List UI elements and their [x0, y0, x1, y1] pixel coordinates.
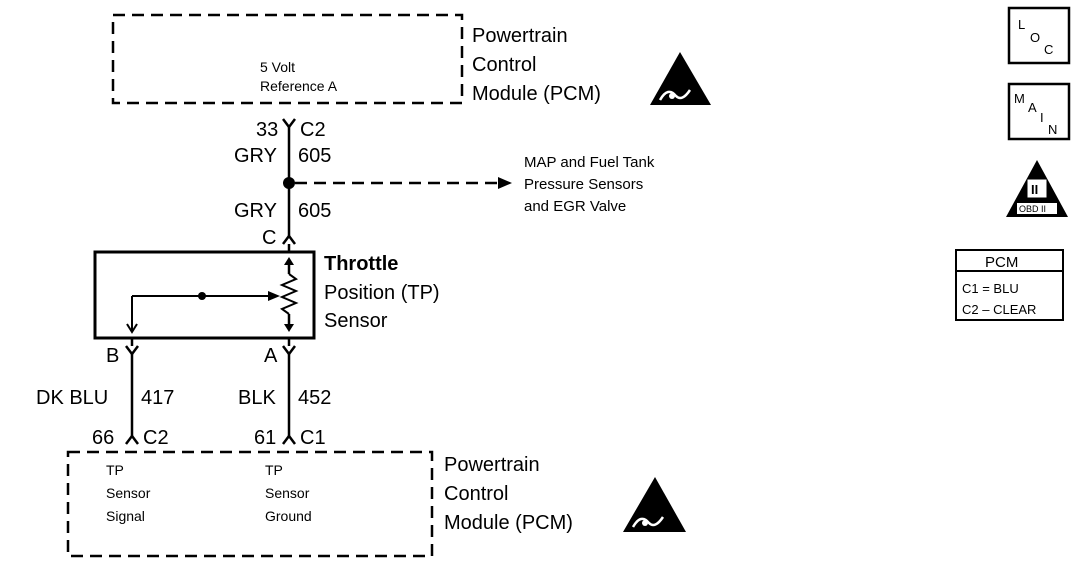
- pcm-legend-title: PCM: [985, 254, 1018, 271]
- splice-point: [283, 177, 295, 189]
- loc-icon[interactable]: L O C: [1007, 6, 1071, 65]
- obd-ii-icon[interactable]: II OBD II: [1006, 160, 1068, 217]
- splice-target-line-3: and EGR Valve: [524, 198, 626, 215]
- top-pcm-internal-line-1: 5 Volt: [260, 59, 295, 75]
- potentiometer-wiper: [126, 291, 280, 334]
- bottom-pcm-signal-line-1: TP: [106, 462, 124, 478]
- wire-left-circuit: 417: [141, 387, 174, 409]
- splice-target-line-2: Pressure Sensors: [524, 176, 643, 193]
- bottom-pcm-ground-line-2: Sensor: [265, 485, 310, 501]
- sensor-name-line-1: Throttle: [324, 253, 398, 275]
- potentiometer-resistor: [279, 257, 299, 332]
- top-pcm-internal-line-2: Reference A: [260, 78, 338, 94]
- sensor-pin-a: A: [264, 345, 278, 367]
- main-icon-letter-4: N: [1048, 122, 1057, 137]
- splice-target-line-1: MAP and Fuel Tank: [524, 154, 655, 171]
- wire-right-circuit: 452: [298, 387, 331, 409]
- bottom-pcm-box: [66, 450, 434, 558]
- esd-warning-icon: [650, 52, 711, 105]
- top-connector-id: C2: [300, 119, 326, 141]
- wire-top-circuit: 605: [298, 145, 331, 167]
- bottom-right-connector-id: C1: [300, 427, 326, 449]
- obd-icon-label: OBD II: [1019, 204, 1046, 214]
- bottom-pcm-signal-line-3: Signal: [106, 508, 145, 524]
- pin-c-connector-symbol: [282, 233, 296, 245]
- main-icon[interactable]: M A I N: [1007, 82, 1071, 141]
- wire-mid-circuit: 605: [298, 200, 331, 222]
- esd-warning-icon: [623, 477, 686, 532]
- bottom-pcm-signal-line-2: Sensor: [106, 485, 151, 501]
- top-pcm-box: [111, 13, 464, 105]
- tp-sensor-box: [93, 250, 316, 340]
- loc-icon-letter-3: C: [1044, 42, 1053, 57]
- sensor-pin-b: B: [106, 345, 119, 367]
- top-pcm-name-line-1: Powertrain: [472, 25, 568, 47]
- top-pcm-name-line-2: Control: [472, 54, 536, 76]
- top-pcm-name-line-3: Module (PCM): [472, 83, 601, 105]
- pin-a-connector-symbol: [282, 345, 296, 357]
- wire-top-color: GRY: [234, 145, 277, 167]
- main-icon-letter-2: A: [1028, 100, 1037, 115]
- obd-icon-numeral: II: [1031, 182, 1038, 197]
- bottom-left-connector-id: C2: [143, 427, 169, 449]
- bottom-pcm-name-line-3: Module (PCM): [444, 512, 573, 534]
- main-icon-letter-1: M: [1014, 91, 1025, 106]
- loc-icon-letter-2: O: [1030, 30, 1040, 45]
- wire-right-color: BLK: [238, 387, 276, 409]
- pin-b-connector-symbol: [125, 345, 139, 357]
- loc-icon-letter-1: L: [1018, 17, 1025, 32]
- top-connector-pin: 33: [256, 119, 278, 141]
- bottom-pcm-name-line-2: Control: [444, 483, 508, 505]
- sensor-name-line-2: Position (TP): [324, 282, 440, 304]
- pcm-connector-legend: PCM C1 = BLU C2 – CLEAR: [955, 249, 1064, 321]
- bottom-right-connector-pin: 61: [254, 427, 276, 449]
- main-icon-letter-3: I: [1040, 110, 1044, 125]
- sensor-name-line-3: Sensor: [324, 310, 388, 332]
- top-connector-symbol: [282, 118, 296, 130]
- bottom-pcm-name-line-1: Powertrain: [444, 454, 540, 476]
- wire-mid-color: GRY: [234, 200, 277, 222]
- bottom-left-connector-symbol: [125, 433, 139, 445]
- bottom-pcm-ground-line-1: TP: [265, 462, 283, 478]
- bottom-left-connector-pin: 66: [92, 427, 114, 449]
- bottom-pcm-ground-line-3: Ground: [265, 508, 312, 524]
- sensor-pin-c: C: [262, 227, 276, 249]
- pcm-legend-row-1: C1 = BLU: [962, 281, 1019, 296]
- wire-left-color: DK BLU: [36, 387, 108, 409]
- bottom-right-connector-symbol: [282, 433, 296, 445]
- pcm-legend-row-2: C2 – CLEAR: [962, 302, 1036, 317]
- splice-arrow-icon: [498, 177, 512, 189]
